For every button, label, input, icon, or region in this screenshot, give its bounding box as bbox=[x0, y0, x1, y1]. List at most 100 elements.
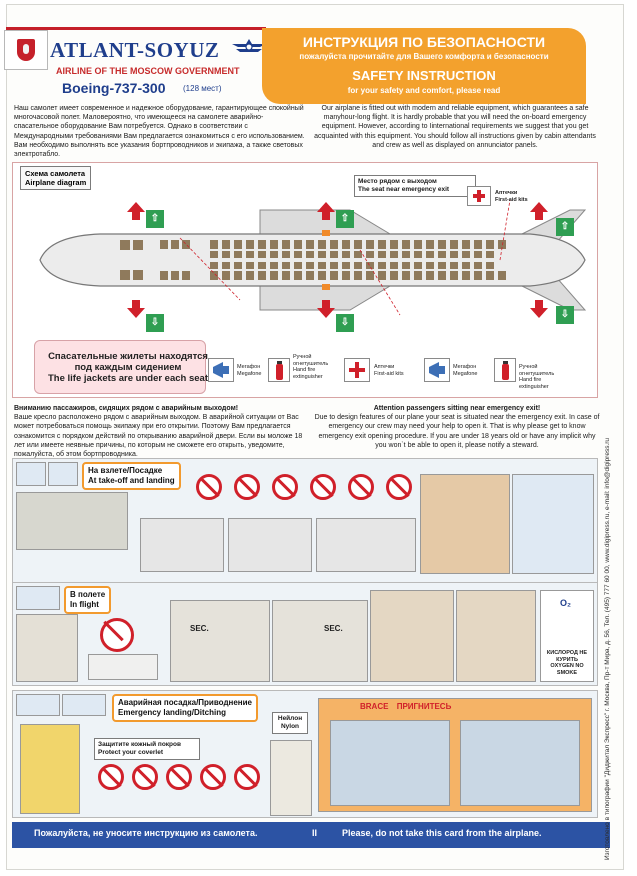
first-aid-kit-label: Аптечки First-aid kits bbox=[495, 190, 528, 203]
emergency-exit-icon: ⇩ bbox=[146, 314, 164, 332]
subtitle-en: for your safety and comfort, please read bbox=[347, 86, 501, 95]
first-aid-kit-icon bbox=[467, 186, 491, 206]
equipment-name-en: First-aid kits bbox=[374, 370, 404, 377]
takeoff-label-en: At take-off and landing bbox=[88, 476, 175, 485]
emergency-landing-label-en: Emergency landing/Ditching bbox=[118, 708, 227, 717]
footer-text-en: Please, do not take this card from the a… bbox=[342, 828, 542, 838]
diagram-label: Схема самолета Airplane diagram bbox=[20, 166, 92, 190]
exit-seat-callout: Место рядом с выходом The seat near emer… bbox=[354, 175, 476, 197]
child-on-lap-illustration bbox=[420, 474, 510, 574]
airplane-plan-icon bbox=[39, 199, 587, 318]
exit-seat-callout-ru: Место рядом с выходом bbox=[358, 178, 437, 185]
diagram-label-ru: Схема самолета bbox=[25, 169, 86, 178]
no-smoking-icon bbox=[386, 474, 412, 500]
emergency-exit-icon: ⇧ bbox=[146, 210, 164, 228]
emergency-landing-plane-illustration bbox=[16, 694, 60, 716]
oxygen-note-ru: КИСЛОРОД НЕ КУРИТЬ bbox=[546, 650, 588, 663]
equipment-name-ru: Ручной огнетушитель bbox=[519, 364, 555, 377]
equipment-name-en: Megafone bbox=[237, 370, 262, 377]
brace-label-ru: ПРИГНИТЕСЬ bbox=[396, 702, 452, 711]
brace-passenger-side-illustration bbox=[460, 720, 580, 806]
no-smoking-lavatory-icon bbox=[100, 618, 134, 652]
no-glasses-icon bbox=[98, 764, 124, 790]
no-cd-player-icon bbox=[310, 474, 336, 500]
ditching-plane-illustration bbox=[62, 694, 106, 716]
brace-passenger-illustration bbox=[330, 720, 450, 806]
first-aid-kit-icon bbox=[344, 358, 370, 382]
sec-label: SEC. bbox=[324, 624, 343, 633]
life-jacket-text: Спасательные жилеты находятся под каждым… bbox=[48, 351, 208, 384]
seatbelt-step3-illustration bbox=[316, 518, 416, 572]
landing-plane-illustration bbox=[48, 462, 78, 486]
fire-extinguisher-icon bbox=[268, 358, 290, 382]
exit-notice-body-en: Due to design features of our plane your… bbox=[314, 414, 600, 449]
oxygen-no-smoke-panel bbox=[540, 590, 594, 682]
title-ru: ИНСТРУКЦИЯ ПО БЕЗОПАСНОСТИ bbox=[302, 34, 546, 50]
megaphone-icon bbox=[208, 358, 234, 382]
nylon-en: Nylon bbox=[280, 723, 300, 730]
takeoff-plane-illustration bbox=[16, 462, 46, 486]
megaphone-label: Мегафон Megafone bbox=[453, 364, 477, 377]
equipment-name-ru: Мегафон bbox=[237, 364, 261, 370]
exit-seat-callout-en: The seat near emergency exit bbox=[358, 186, 450, 193]
header-panel bbox=[262, 28, 586, 104]
emergency-exit-icon: ⇩ bbox=[336, 314, 354, 332]
printer-note: Изготовлено в типографии "Диджитал Экспр… bbox=[604, 437, 611, 860]
protect-skin-ru: Защитите кожный покров bbox=[98, 741, 181, 748]
emergency-exit-icon: ⇧ bbox=[556, 218, 574, 236]
no-tray-table-icon bbox=[234, 474, 260, 500]
fire-extinguisher-label: Ручной огнетушитель Hand fire extinguish… bbox=[293, 354, 338, 380]
exit-notice-title-ru: Вниманию пассажиров, сидящих рядом с ава… bbox=[14, 405, 239, 412]
airline-wing-logo-icon bbox=[232, 39, 266, 52]
first-aid-label-ru: Аптечки bbox=[495, 190, 518, 196]
exit-notice-ru: Вниманию пассажиров, сидящих рядом с ава… bbox=[14, 404, 304, 459]
no-electronics-icon bbox=[348, 474, 374, 500]
exit-notice-en: Attention passengers sitting near emerge… bbox=[312, 404, 602, 450]
lavatory-illustration bbox=[88, 654, 158, 680]
emergency-exit-icon: ⇩ bbox=[556, 306, 574, 324]
life-jacket-panel bbox=[34, 340, 206, 394]
protect-skin-callout: Защитите кожный покров Protect your cove… bbox=[94, 738, 200, 760]
takeoff-label: На взлете/Посадке At take-off and landin… bbox=[82, 462, 181, 490]
sec-label: SEC. bbox=[190, 624, 209, 633]
nylon-ru: Нейлон bbox=[277, 715, 303, 722]
equipment-name-en: Hand fire extinguisher bbox=[293, 367, 323, 380]
equipment-name-en: Hand fire extinguisher bbox=[519, 377, 549, 390]
no-seat-recline-icon bbox=[196, 474, 222, 500]
inflight-plane-illustration bbox=[16, 586, 60, 610]
protect-skin-en: Protect your coverlet bbox=[98, 749, 164, 756]
flight-attendant-illustration bbox=[270, 740, 312, 816]
exit-notice-body-ru: Ваше кресло расположено рядом с аварийны… bbox=[14, 414, 303, 459]
no-mobile-phone-icon bbox=[272, 474, 298, 500]
seatbelt-step1-illustration bbox=[140, 518, 224, 572]
footer-separator: II bbox=[312, 828, 318, 838]
protect-skin-illustration bbox=[20, 724, 80, 814]
overhead-bin-illustration bbox=[16, 492, 128, 550]
footer-bar bbox=[12, 822, 610, 848]
aircraft-model: Boeing-737-300 bbox=[62, 80, 166, 96]
moscow-emblem-icon bbox=[4, 30, 48, 70]
inflight-label-en: In flight bbox=[70, 600, 99, 609]
megaphone-label: Мегафон Megafone bbox=[237, 364, 261, 377]
footer-text-ru: Пожалуйста, не уносите инструкцию из сам… bbox=[34, 828, 258, 838]
seatbelt-sign-illustration bbox=[16, 614, 78, 682]
seatbelt-step2-illustration bbox=[228, 518, 312, 572]
oxygen-mask-step2-illustration bbox=[272, 600, 368, 682]
no-high-heels-icon bbox=[132, 764, 158, 790]
title-en: SAFETY INSTRUCTION bbox=[352, 68, 496, 83]
seat-upright-illustration bbox=[512, 474, 594, 574]
intro-text-ru: Наш самолет имеет современное и надежное… bbox=[14, 105, 305, 159]
emergency-exit-icon: ⇧ bbox=[336, 210, 354, 228]
first-aid-label-en: First-aid kits bbox=[495, 196, 528, 203]
oxygen-mask-step1-illustration bbox=[170, 600, 270, 682]
no-jewelry-icon bbox=[166, 764, 192, 790]
equipment-name-ru: Мегафон bbox=[453, 364, 477, 370]
no-pen-icon bbox=[200, 764, 226, 790]
life-jacket-text-ru: Спасательные жилеты находятся под каждым… bbox=[48, 351, 208, 373]
emergency-landing-label: Аварийная посадка/Приводнение Emergency … bbox=[112, 694, 259, 722]
oxygen-symbol: O₂ bbox=[560, 598, 571, 608]
takeoff-label-ru: На взлете/Посадке bbox=[88, 466, 163, 475]
life-jacket-text-en: The life jackets are under each seat bbox=[48, 373, 208, 384]
exit-notice-title-en: Attention passengers sitting near emerge… bbox=[373, 405, 541, 412]
first-aid-kit-label: Аптечки First-aid kits bbox=[374, 364, 404, 377]
